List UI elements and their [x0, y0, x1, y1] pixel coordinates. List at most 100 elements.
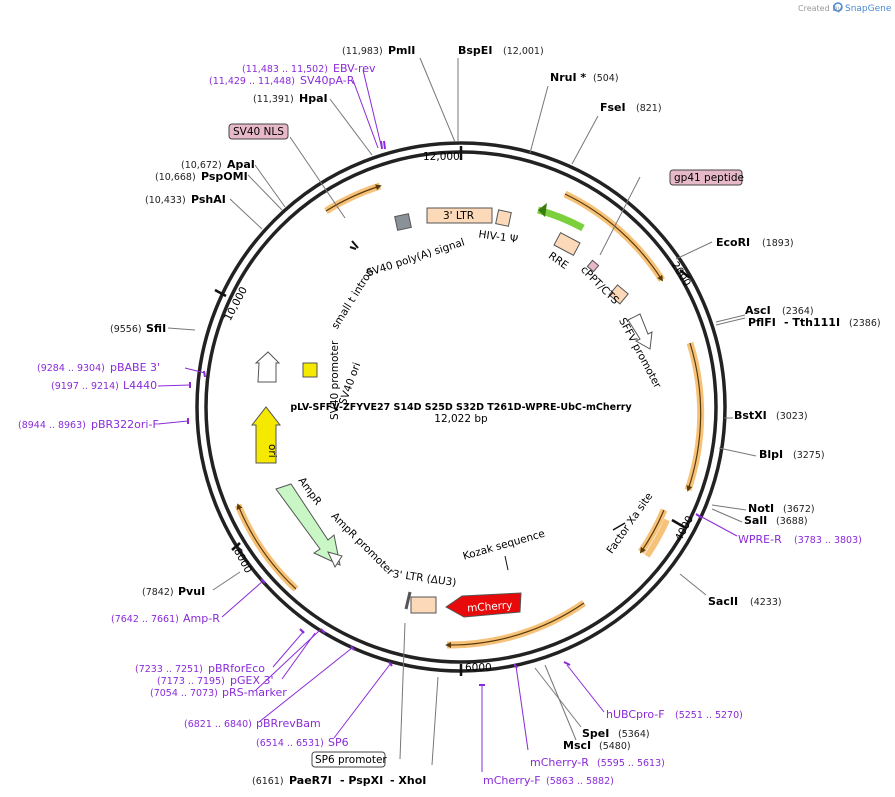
l4440-pos: (9197 .. 9214): [51, 381, 119, 392]
sv40promoter-arrow[interactable]: [254, 351, 281, 383]
prsmarker-pos: (7054 .. 7073): [150, 688, 218, 699]
ltr3-feature[interactable]: [426, 207, 493, 224]
amprpromoter-label: AmpR promoter: [329, 510, 397, 578]
sp6promoter-box[interactable]: [311, 751, 386, 768]
tick-4000: 4000: [673, 514, 696, 543]
pbr322orif-label[interactable]: pBR322ori-F: [91, 418, 159, 431]
pmli-label[interactable]: PmlI: [388, 44, 415, 57]
sv40promoter-label: SV40 promoter: [329, 340, 341, 420]
rre-feature[interactable]: [553, 231, 581, 257]
bspei-pos: (12,001): [503, 46, 544, 57]
sv40ori-feature[interactable]: [302, 362, 318, 378]
pgex3-label[interactable]: pGEX 3': [230, 674, 274, 687]
sv40polya-feature[interactable]: [394, 213, 412, 231]
pshai-label[interactable]: PshAI: [191, 193, 226, 206]
hpai-label[interactable]: HpaI: [299, 92, 328, 105]
mcherryf-pos: (5863 .. 5882): [546, 776, 614, 787]
ecori-pos: (1893): [762, 238, 794, 249]
pbrrevbam-pos: (6821 .. 6840): [184, 719, 252, 730]
paer7i-pos: (6161): [252, 776, 284, 787]
mcherryf-label[interactable]: mCherry-F: [483, 774, 541, 787]
pvui-label[interactable]: PvuI: [178, 585, 205, 598]
pbrrevbam-label[interactable]: pBRrevBam: [256, 717, 321, 730]
brand-app[interactable]: SnapGene: [845, 4, 892, 14]
pflfi-pos: (2386): [849, 318, 881, 329]
pflfi-label[interactable]: PflFI: [748, 316, 776, 329]
primer-leader-lines: [157, 69, 738, 772]
sfii-pos: (9556): [110, 324, 142, 335]
ebvrev-label[interactable]: EBV-rev: [333, 62, 376, 75]
kozak-label: Kozak sequence: [462, 528, 547, 563]
ampr-primer-label[interactable]: Amp-R: [183, 612, 220, 625]
xhoi-label[interactable]: - XhoI: [390, 774, 426, 787]
cppt-feature[interactable]: [608, 284, 629, 305]
sp6-label[interactable]: SP6: [328, 736, 349, 749]
mcherry-label: mCherry: [467, 599, 513, 614]
asci-label[interactable]: AscI: [745, 304, 771, 317]
sv40nls-box[interactable]: [228, 123, 289, 140]
pmli-pos: (11,983): [342, 46, 383, 57]
smallt-label: small t intron: [329, 266, 376, 331]
prsmarker-label[interactable]: pRS-marker: [222, 686, 287, 699]
pspomi-label[interactable]: PspOMI: [201, 170, 248, 183]
nrui-label[interactable]: NruI *: [550, 71, 586, 84]
blpi-label[interactable]: BlpI: [759, 448, 783, 461]
tick-6000: 6000: [465, 662, 492, 674]
ori-label: ori: [266, 444, 278, 458]
sffv-arrow[interactable]: [627, 313, 653, 350]
hiv1psi-feature[interactable]: [495, 209, 512, 227]
pspomi-pos: (10,668): [155, 172, 196, 183]
bstxi-label[interactable]: BstXI: [734, 409, 767, 422]
sv40par-pos: (11,429 .. 11,448): [209, 76, 295, 87]
ori-arrow[interactable]: [250, 406, 282, 464]
pbr322orif-pos: (8944 .. 8963): [18, 420, 86, 431]
tth111i-label[interactable]: - Tth111I: [784, 316, 840, 329]
wprer-label[interactable]: WPRE-R: [738, 533, 782, 546]
sp6-pos: (6514 .. 6531): [256, 738, 324, 749]
paer7i-label[interactable]: PaeR7I: [289, 774, 332, 787]
plasmid-name: pLV-SFFV-ZFYVE27 S14D S25D S32D T261D-WP…: [290, 402, 632, 413]
mcherry-arrow[interactable]: [445, 592, 522, 618]
ltr3-label: 3' LTR: [443, 210, 474, 222]
ampr-arrow[interactable]: [275, 483, 341, 566]
msci-label[interactable]: MscI: [563, 739, 591, 752]
ampr-promoter-arrow[interactable]: [327, 551, 343, 569]
sv40nls-label: SV40 NLS: [233, 126, 284, 138]
pspxi-label[interactable]: - PspXI: [340, 774, 383, 787]
sali-label[interactable]: SalI: [744, 514, 767, 527]
outer-feature-arcs: [234, 182, 705, 649]
pbabe3-label[interactable]: pBABE 3': [110, 361, 160, 374]
hpai-pos: (11,391): [253, 94, 294, 105]
green-arrow-head: [538, 203, 547, 217]
pshai-pos: (10,433): [145, 195, 186, 206]
bstxi-pos: (3023): [776, 411, 808, 422]
hubcprof-label[interactable]: hUBCpro-F: [606, 708, 665, 721]
gp41-box[interactable]: [669, 169, 743, 186]
wprer-pos: (3783 .. 3803): [794, 535, 862, 546]
bspei-label[interactable]: BspEI: [458, 44, 492, 57]
sfii-label[interactable]: SfiI: [146, 322, 166, 335]
mcherryr-label[interactable]: mCherry-R: [530, 756, 589, 769]
ebvrev-pos: (11,483 .. 11,502): [242, 64, 328, 75]
asci-pos: (2364): [782, 306, 814, 317]
pbrforeco-pos: (7233 .. 7251): [135, 664, 203, 675]
sacii-label[interactable]: SacII: [708, 595, 738, 608]
factorxa-mark: [612, 522, 626, 531]
sv40par-label[interactable]: SV40pA-R: [300, 74, 355, 87]
noti-label[interactable]: NotI: [748, 502, 774, 515]
ltr3du3-feature[interactable]: [410, 596, 437, 614]
gp41-mark: [586, 259, 600, 273]
ecori-label[interactable]: EcoRI: [716, 236, 750, 249]
apai-label[interactable]: ApaI: [227, 158, 255, 171]
fsei-label[interactable]: FseI: [600, 101, 626, 114]
l4440-label[interactable]: L4440: [123, 379, 157, 392]
msci-pos: (5480): [599, 741, 631, 752]
pbrforeco-label[interactable]: pBRforEco: [208, 662, 265, 675]
snapgene-logo-icon: [833, 2, 843, 12]
sacii-pos: (4233): [750, 597, 782, 608]
pbabe3-pos: (9284 .. 9304): [37, 363, 105, 374]
primer-ticks: [187, 140, 703, 686]
spei-label[interactable]: SpeI: [582, 727, 609, 740]
sp6promoter-label: SP6 promoter: [315, 754, 387, 766]
